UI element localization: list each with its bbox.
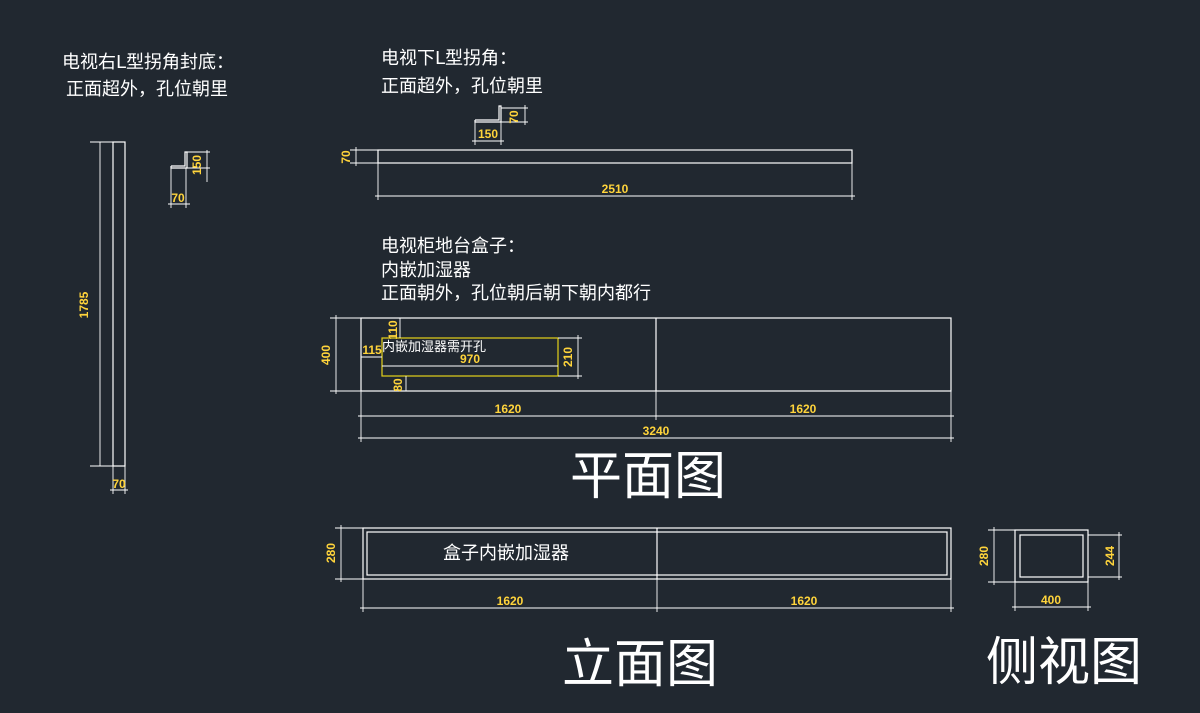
side-view-group: 280 244 400 侧视图	[977, 527, 1142, 693]
elevation-view-group: 盒子内嵌加湿器 280 1620 1620 立面图	[324, 525, 954, 695]
dim-plan-total: 3240	[643, 424, 670, 438]
dim-left-width: 70	[112, 477, 126, 491]
dim-side-w: 400	[1041, 593, 1061, 607]
dim-hole-w: 210	[561, 347, 575, 367]
dim-left-prof-w: 70	[171, 191, 185, 205]
dim-side-h-inner: 244	[1103, 546, 1117, 566]
plan-view-group: 电视柜地台盒子： 内嵌加湿器 正面朝外，孔位朝后朝下朝内都行 内嵌加湿器需开孔 …	[319, 236, 954, 507]
horizontal-board	[377, 149, 853, 164]
dim-top-prof-h: 70	[507, 110, 521, 124]
dim-left-prof-h: 150	[190, 155, 204, 175]
bottom-l-corner-group: 电视下L型拐角： 正面超外，孔位朝里 70 150 70 2510	[339, 48, 855, 200]
elevation-view-title: 立面图	[562, 635, 718, 695]
dim-top-prof-w: 150	[478, 127, 498, 141]
dim-plan-seg1: 1620	[495, 402, 522, 416]
l-profile-small	[170, 151, 188, 169]
right-l-corner-group: 电视右L型拐角封底： 正面超外，孔位朝里 1785 70 150 70	[62, 52, 234, 494]
elevation-label: 盒子内嵌加湿器	[443, 543, 569, 564]
humidifier-hole-label: 内嵌加湿器需开孔	[382, 339, 486, 355]
dim-hole-bottom: 80	[391, 378, 405, 392]
dim-elev-seg2: 1620	[791, 594, 818, 608]
vertical-board	[112, 141, 126, 467]
dim-top-thick: 70	[339, 150, 353, 164]
side-outline	[1014, 529, 1089, 583]
dim-hole-left: 115	[362, 343, 382, 357]
box-title: 电视柜地台盒子：	[381, 236, 525, 257]
dim-plan-depth: 400	[319, 345, 333, 365]
bottom-l-title: 电视下L型拐角：	[381, 48, 517, 69]
dim-plan-seg2: 1620	[790, 402, 817, 416]
l-profile-small-top	[474, 105, 502, 123]
dim-elev-h: 280	[324, 543, 338, 563]
dim-side-h-outer: 280	[977, 546, 991, 566]
dim-elev-seg1: 1620	[497, 594, 524, 608]
plan-view-title: 平面图	[570, 447, 726, 507]
dim-hole-len: 970	[460, 352, 480, 366]
dim-hole-top: 110	[386, 320, 400, 340]
dim-top-len: 2510	[602, 182, 629, 196]
side-inner	[1019, 534, 1084, 578]
right-l-subtitle: 正面超外，孔位朝里	[66, 79, 228, 100]
bottom-l-subtitle: 正面超外，孔位朝里	[381, 76, 543, 97]
right-l-title: 电视右L型拐角封底：	[62, 52, 234, 73]
side-view-title: 侧视图	[986, 633, 1142, 693]
box-line2: 内嵌加湿器	[381, 260, 471, 281]
box-line3: 正面朝外，孔位朝后朝下朝内都行	[381, 283, 651, 304]
dim-left-height: 1785	[77, 291, 91, 318]
